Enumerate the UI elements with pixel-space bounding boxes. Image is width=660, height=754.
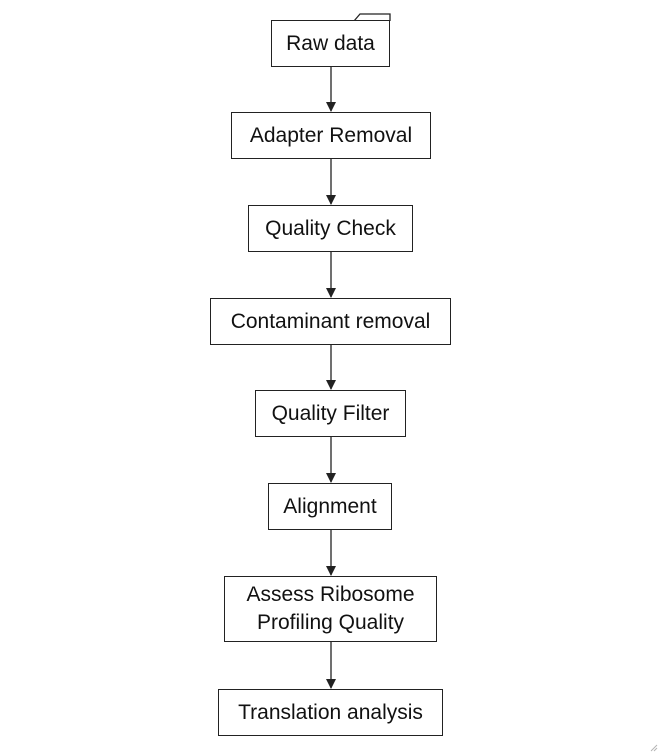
node-alignment[interactable]: Alignment xyxy=(268,483,392,530)
node-label: Quality Check xyxy=(265,216,396,240)
node-translation-analysis[interactable]: Translation analysis xyxy=(218,689,443,736)
node-label: Quality Filter xyxy=(271,401,390,425)
node-label: Assess Ribosome Profiling Quality xyxy=(246,583,415,634)
node-contaminant-removal[interactable]: Contaminant removal xyxy=(210,298,451,345)
resize-grip-icon[interactable] xyxy=(648,742,658,752)
node-label: Adapter Removal xyxy=(249,123,413,147)
node-quality-filter[interactable]: Quality Filter xyxy=(255,390,406,437)
node-raw-data[interactable]: Raw data xyxy=(271,20,390,67)
folder-tab-layer xyxy=(353,13,391,22)
folder-tab-icon xyxy=(353,13,391,22)
node-assess-ribosome-profiling-quality[interactable]: Assess Ribosome Profiling Quality xyxy=(224,576,437,642)
node-adapter-removal[interactable]: Adapter Removal xyxy=(231,112,431,159)
node-label: Alignment xyxy=(283,494,377,518)
node-label: Raw data xyxy=(286,31,375,55)
node-quality-check[interactable]: Quality Check xyxy=(248,205,413,252)
node-label: Translation analysis xyxy=(238,700,423,724)
node-label: Contaminant removal xyxy=(230,309,431,333)
